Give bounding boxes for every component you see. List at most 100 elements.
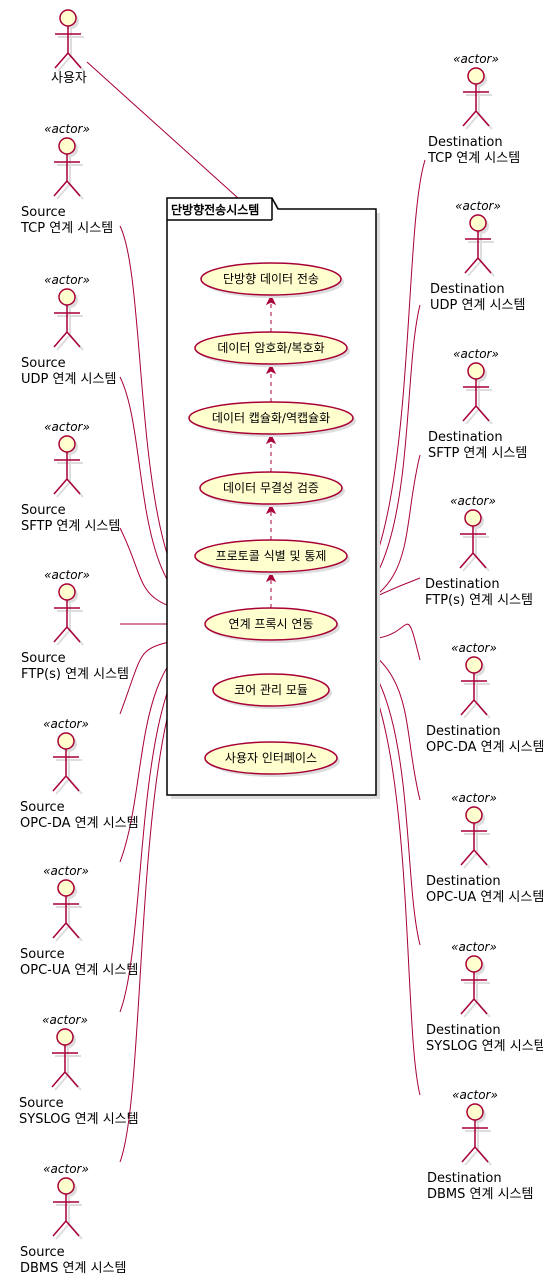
actor-label-line1: Source <box>20 800 65 815</box>
actor-label: 사용자 <box>51 71 87 86</box>
actor-body <box>460 823 488 866</box>
dependency-arrowhead <box>265 571 277 583</box>
usecase-label: 데이터 캡슐화/역캡슐화 <box>212 411 330 425</box>
actor-stereotype: «actor» <box>43 864 89 878</box>
usecase-core[interactable]: 코어 관리 모듈 <box>212 673 332 709</box>
actor-stereotype: «actor» <box>451 940 497 954</box>
usecase-label: 코어 관리 모듈 <box>234 683 308 697</box>
actor-head <box>465 656 483 674</box>
actor-label-line1: Destination <box>426 874 501 889</box>
usecase-label: 사용자 인터페이스 <box>225 751 317 765</box>
actor-label-line1: Source <box>20 947 65 962</box>
actor-body <box>53 305 81 348</box>
usecase-ellipse <box>200 262 342 296</box>
actor-label-line2: OPC-UA 연계 시스템 <box>20 963 138 978</box>
actor-label-line2: FTP(s) 연계 시스템 <box>425 593 533 608</box>
actor-label-line2: FTP(s) 연계 시스템 <box>21 667 129 682</box>
dependency-arrowhead <box>265 433 277 445</box>
actor-body <box>52 896 80 939</box>
usecase-label: 프로토콜 식별 및 통제 <box>216 549 327 563</box>
actor-stereotype: «actor» <box>42 1013 88 1027</box>
actor-body <box>464 231 492 274</box>
actor-stereotype: «actor» <box>43 717 89 731</box>
actor-head <box>466 1103 484 1121</box>
usecase-send[interactable]: 단방향 데이터 전송 <box>200 262 344 298</box>
actor-label-line1: Source <box>21 503 66 518</box>
actor-body <box>460 673 488 716</box>
actor-body <box>52 1194 80 1237</box>
actor-label-line2: TCP 연계 시스템 <box>20 221 113 236</box>
actor-label-line2: OPC-DA 연계 시스템 <box>20 816 139 831</box>
usecase-ellipse <box>194 539 348 573</box>
association-user <box>86 61 239 199</box>
actor-head <box>58 435 76 453</box>
actor-label-line2: UDP 연계 시스템 <box>21 372 116 387</box>
usecase-label: 데이터 암호화/복호화 <box>217 341 324 355</box>
dependency-arrowhead <box>265 503 277 515</box>
actor-stereotype: «actor» <box>44 122 90 136</box>
actor-label-line1: Destination <box>426 724 501 739</box>
usecase-crypto[interactable]: 데이터 암호화/복호화 <box>194 331 350 367</box>
actor-label-line1: Source <box>21 651 66 666</box>
actor-head <box>57 732 75 750</box>
actor-label-line1: Destination <box>430 282 505 297</box>
actor-stereotype: «actor» <box>44 420 90 434</box>
actor-head <box>464 509 482 527</box>
actor-head <box>59 9 77 27</box>
actor-label-line2: SYSLOG 연계 시스템 <box>426 1039 543 1054</box>
actor-body <box>460 972 488 1015</box>
usecase-encap[interactable]: 데이터 캡슐화/역캡슐화 <box>188 401 356 437</box>
usecase-ellipse <box>188 401 354 435</box>
actor-head <box>465 806 483 824</box>
actor-label-line1: Destination <box>426 1023 501 1038</box>
actor-stereotype: «actor» <box>453 347 499 361</box>
usecase-ui[interactable]: 사용자 인터페이스 <box>204 741 340 777</box>
actor-label-line2: SFTP 연계 시스템 <box>21 519 120 534</box>
usecase-integrity[interactable]: 데이터 무결성 검증 <box>199 471 345 507</box>
actor-user[interactable]: 사용자 <box>51 9 87 86</box>
actor-label-line2: TCP 연계 시스템 <box>427 151 520 166</box>
actor-body <box>53 452 81 495</box>
usecase-label: 단방향 데이터 전송 <box>223 272 319 286</box>
actor-label-line1: Destination <box>428 430 503 445</box>
actor-body <box>52 749 80 792</box>
actor-body <box>459 526 487 569</box>
actor-head <box>56 1028 74 1046</box>
actor-label-line1: Destination <box>427 1171 502 1186</box>
usecase-protocol[interactable]: 프로토콜 식별 및 통제 <box>194 539 350 575</box>
actor-stereotype: «actor» <box>451 791 497 805</box>
actor-body <box>53 600 81 643</box>
actor-body <box>53 154 81 197</box>
actor-body <box>462 84 490 127</box>
actor-body <box>54 26 82 69</box>
usecase-label: 데이터 무결성 검증 <box>223 481 319 495</box>
usecase-proxy[interactable]: 연계 프록시 연동 <box>204 607 340 643</box>
actor-label-line1: Source <box>21 205 66 220</box>
actor-stereotype: «actor» <box>453 52 499 66</box>
usecase-ellipse <box>204 741 338 775</box>
actor-label-line1: Destination <box>425 577 500 592</box>
actor-label-line2: SYSLOG 연계 시스템 <box>19 1112 139 1127</box>
actor-label-line1: Destination <box>428 135 503 150</box>
usecase-ellipse <box>194 331 348 365</box>
actor-label-line1: Source <box>21 356 66 371</box>
